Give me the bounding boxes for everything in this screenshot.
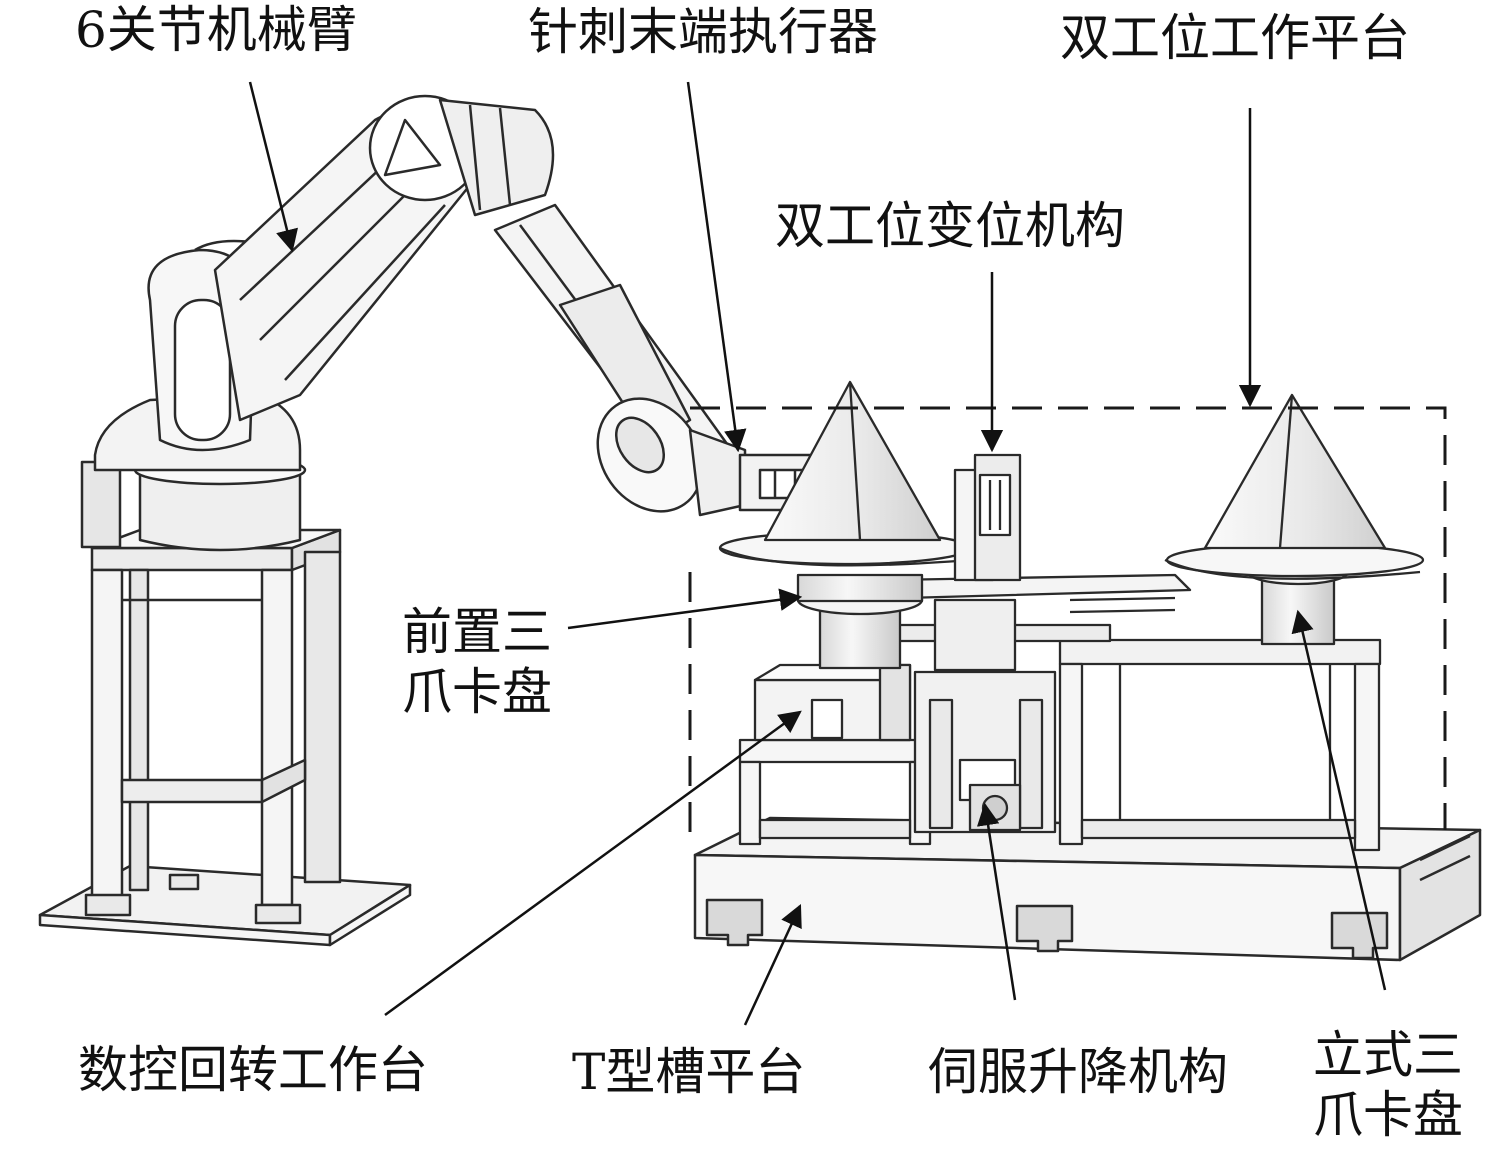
label-robot-arm: 6关节机械臂 [75, 1, 357, 59]
label-vertical-chuck-line1: 立式三 [1313, 1026, 1463, 1084]
label-vertical-chuck: 立式三 爪卡盘 [1313, 1025, 1463, 1145]
label-front-chuck-line1: 前置三 [402, 603, 552, 661]
arrow-end-effector [686, 81, 747, 453]
arrow-front-chuck [567, 588, 803, 630]
label-front-chuck: 前置三 爪卡盘 [402, 602, 552, 722]
robot-arm [80, 94, 822, 552]
arrow-servo-lift [976, 802, 1017, 1001]
station-frame [738, 573, 1382, 852]
robot-pedestal [38, 528, 412, 947]
label-cnc-rotary-table: 数控回转工作台 [78, 1041, 428, 1099]
vertical-three-jaw-chuck [1164, 393, 1425, 646]
label-dual-station-platform: 双工位工作平台 [1060, 9, 1410, 67]
label-dual-station-indexing: 双工位变位机构 [775, 197, 1125, 255]
platform-dashed-outline [688, 406, 1447, 840]
label-t-slot-platform: T型槽平台 [572, 1043, 806, 1101]
arrow-vertical-chuck [1291, 609, 1387, 991]
label-vertical-chuck-line2: 爪卡盘 [1313, 1086, 1463, 1144]
leader-arrows [248, 81, 1387, 1026]
front-three-jaw-chuck [718, 380, 972, 670]
arrow-t-slot [743, 903, 802, 1026]
dual-station-indexing-mechanism [933, 453, 1022, 672]
label-front-chuck-line2: 爪卡盘 [402, 663, 552, 721]
arrow-rotary-table [384, 710, 802, 1017]
label-servo-lift: 伺服升降机构 [928, 1043, 1228, 1101]
arrow-robot-arm [248, 81, 299, 253]
label-needle-end-effector: 针刺末端执行器 [528, 3, 878, 61]
